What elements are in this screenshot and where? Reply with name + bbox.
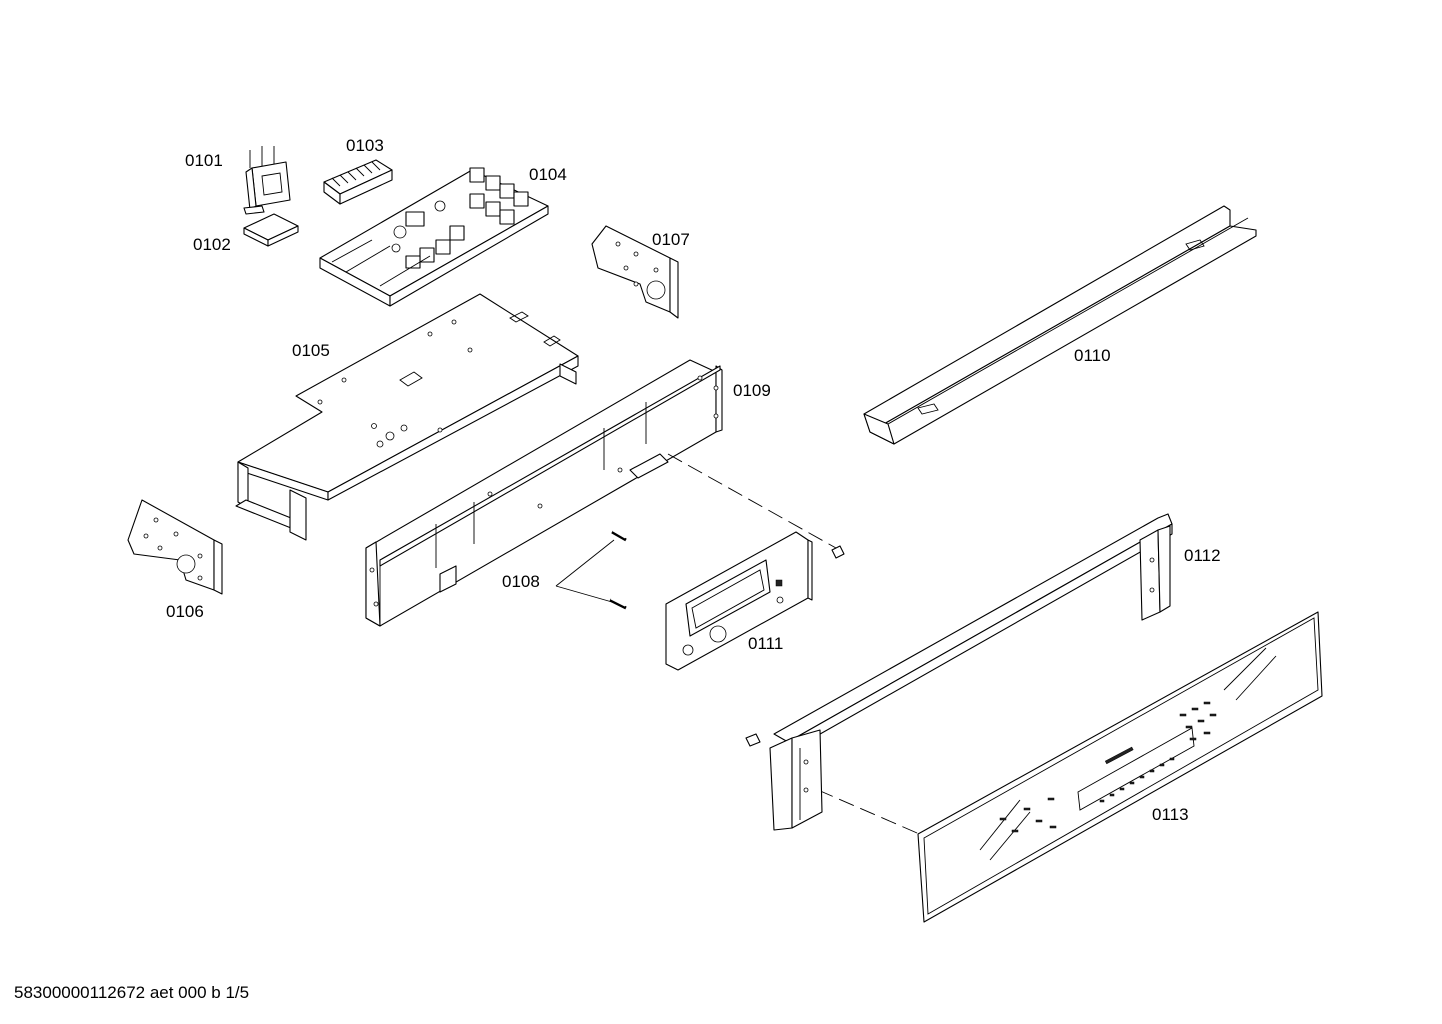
part-0103-connector (323, 159, 393, 205)
part-0101-transformer (243, 146, 291, 215)
label-0109: 0109 (733, 381, 771, 400)
label-0111: 0111 (748, 634, 784, 653)
label-0101: 0101 (185, 151, 223, 170)
part-0111-display-board (665, 531, 845, 671)
label-0102: 0102 (193, 235, 231, 254)
label-0107: 0107 (652, 230, 690, 249)
label-0113: 0113 (1152, 805, 1189, 824)
label-0112: 0112 (1184, 546, 1221, 565)
label-0108: 0108 (502, 572, 540, 591)
part-0113-control-panel (917, 611, 1323, 923)
document-id: 58300000112672 aet 000 b 1/5 (14, 983, 250, 1002)
label-0110: 0110 (1074, 346, 1111, 365)
assembly-line-0109-0111 (667, 453, 837, 549)
part-0106-bracket (127, 499, 223, 595)
part-0112-channel (745, 513, 1173, 831)
label-0104: 0104 (529, 165, 567, 184)
part-0109-frame (365, 359, 723, 627)
part-0107-bracket (591, 225, 679, 319)
assembly-line-0112-0113 (817, 789, 925, 837)
label-0103: 0103 (346, 136, 384, 155)
label-0106: 0106 (166, 602, 204, 621)
part-0108-pins (555, 530, 627, 610)
part-0104-control-board (319, 167, 549, 307)
part-0110-rail (863, 205, 1257, 445)
part-0105-top-cover (235, 293, 579, 541)
label-0105: 0105 (292, 341, 330, 360)
part-0102-pad (243, 213, 299, 247)
